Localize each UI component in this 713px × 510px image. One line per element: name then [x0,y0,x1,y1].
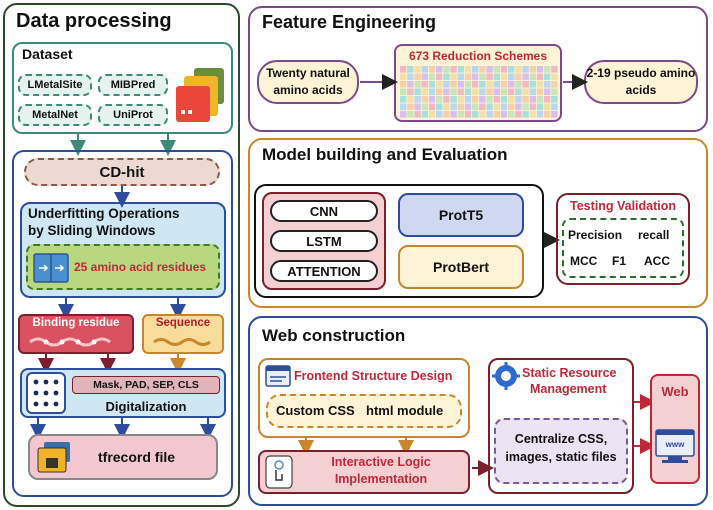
underfitting-title-1: Underfitting Operations [28,206,180,221]
digitalization-tokens: Mask, PAD, SEP, CLS [72,376,220,394]
data-processing-title: Data processing [16,10,172,32]
digitalization-icon-box [26,372,66,414]
reduction-schemes-label: 673 Reduction Schemes [408,49,548,63]
feature-engineering-title: Feature Engineering [262,12,437,32]
protbert-box: ProtBert [398,245,524,289]
prott5-box: ProtT5 [398,193,524,237]
web-title: Web construction [262,326,406,345]
digitalization-label: Digitalization [105,399,187,414]
metric-recall: recall [638,228,670,242]
static-files-box [494,418,628,484]
dataset-item-uniprot: UniProt [98,104,168,126]
underfitting-title-2: by Sliding Windows [28,223,156,238]
static-title-1: Static Resource [522,366,617,380]
processing-pipeline-box [12,150,233,497]
attention-pill: ATTENTION [270,260,378,282]
metrics-box [562,218,684,278]
pseudo-amino-line1: 2-19 pseudo amino [586,66,696,80]
metric-acc: ACC [644,254,670,268]
www-label: www [665,440,685,449]
dataset-item-lmetalsite: LMetalSite [18,74,92,96]
feature-engineering-panel [248,6,708,132]
frontend-box [258,358,470,438]
natural-amino-box [257,60,359,104]
html-module-label: html module [366,403,444,418]
lstm-pill: LSTM [270,230,378,252]
sliding-window-label: 25 amino acid residues [74,260,207,274]
interactive-line2: Implementation [334,472,428,486]
metric-precision: Precision [568,228,623,242]
sequence-box [142,314,224,354]
metric-mcc: MCC [570,254,598,268]
dataset-item-mibpred: MIBPred [98,74,168,96]
web-panel [248,316,708,506]
natural-amino-line2: amino acids [273,83,343,97]
cdhit-box: CD-hit [24,158,220,186]
static-title-2: Management [530,382,607,396]
web-output-box [650,374,700,484]
sequence-label: Sequence [155,317,211,329]
dataset-box [12,42,233,134]
web-output-label: Web [661,384,689,399]
model-panel [248,138,708,308]
pseudo-amino-line2: acids [625,83,657,97]
data-processing-panel [3,3,240,507]
binding-residue-box [18,314,134,354]
natural-amino-line1: Twenty natural [266,66,350,80]
cnn-pill: CNN [270,200,378,222]
interactive-logic-box [258,450,470,494]
model-architecture-box [254,184,544,298]
frontend-modules-box [266,394,462,428]
testing-validation-box [556,193,690,285]
metric-f1: F1 [612,254,627,268]
dataset-title: Dataset [22,46,73,62]
testing-validation-title: Testing Validation [569,199,677,213]
pseudo-amino-box [584,60,698,104]
interactive-line1: Interactive Logic [331,455,431,469]
custom-css-label: Custom CSS [276,403,355,418]
frontend-title: Frontend Structure Design [294,369,453,383]
model-title: Model building and Evaluation [262,145,508,164]
binding-residue-label: Binding residue [32,317,120,329]
static-body-1: Centralize CSS, [514,432,608,446]
dataset-item-metalnet: MetalNet [18,104,92,126]
static-body-2: images, static files [505,450,617,464]
tfrecord-label: tfrecord file [98,449,176,465]
static-resource-box [488,358,634,494]
